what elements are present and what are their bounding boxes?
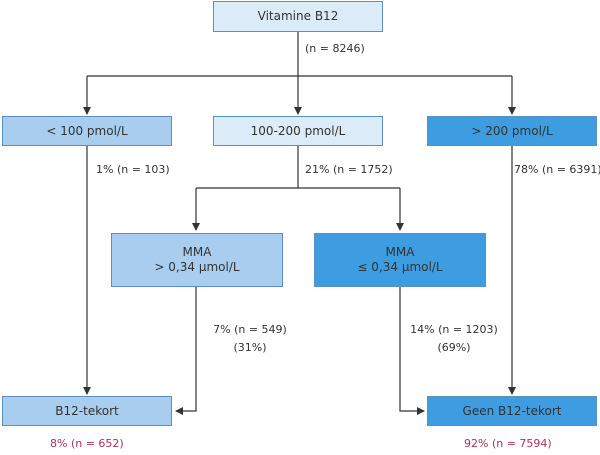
label-mma-high-share: (31%): [233, 341, 267, 354]
node-mma-high-line2: > 0,34 µmol/L: [154, 260, 240, 274]
label-lt100-pct: 1% (n = 103): [96, 163, 170, 176]
arrow-mma-high-to-deficient: [175, 287, 197, 415]
node-mma-low-line2: ≤ 0,34 µmol/L: [357, 260, 443, 274]
node-100-200: 100-200 pmol/L: [213, 116, 383, 146]
node-lt100-label: < 100 pmol/L: [46, 123, 128, 138]
node-vitamine-b12-label: Vitamine B12: [257, 9, 339, 23]
result-deficient: 8% (n = 652): [50, 437, 124, 450]
node-lt100: < 100 pmol/L: [2, 116, 172, 146]
label-mma-low-share: (69%): [437, 341, 471, 354]
label-mma-high-pct: 7% (n = 549) (31%): [205, 321, 295, 357]
node-mma-high-line1: MMA: [182, 245, 212, 259]
node-b12-tekort-label: B12-tekort: [55, 403, 119, 418]
label-gt200-pct: 78% (n = 6391): [514, 163, 600, 176]
label-mma-low-pct: 14% (n = 1203) (69%): [404, 321, 504, 357]
node-geen-b12-tekort-label: Geen B12-tekort: [462, 403, 562, 418]
node-b12-tekort: B12-tekort: [2, 396, 172, 426]
label-root-n: (n = 8246): [305, 42, 365, 55]
node-gt200-label: > 200 pmol/L: [471, 123, 553, 138]
label-mma-low-pct-line1: 14% (n = 1203): [410, 323, 498, 336]
node-mma-high: MMA > 0,34 µmol/L: [111, 233, 283, 287]
node-geen-b12-tekort: Geen B12-tekort: [427, 396, 597, 426]
node-vitamine-b12: Vitamine B12: [213, 1, 383, 32]
label-mid-pct: 21% (n = 1752): [305, 163, 393, 176]
label-mma-high-pct-line1: 7% (n = 549): [213, 323, 287, 336]
node-gt200: > 200 pmol/L: [427, 116, 597, 146]
node-mma-low-line1: MMA: [385, 245, 415, 259]
node-mma-low: MMA ≤ 0,34 µmol/L: [314, 233, 486, 287]
arrow-mma-low-to-not-deficient: [399, 287, 425, 415]
result-not-deficient: 92% (n = 7594): [464, 437, 552, 450]
node-100-200-label: 100-200 pmol/L: [250, 123, 346, 138]
